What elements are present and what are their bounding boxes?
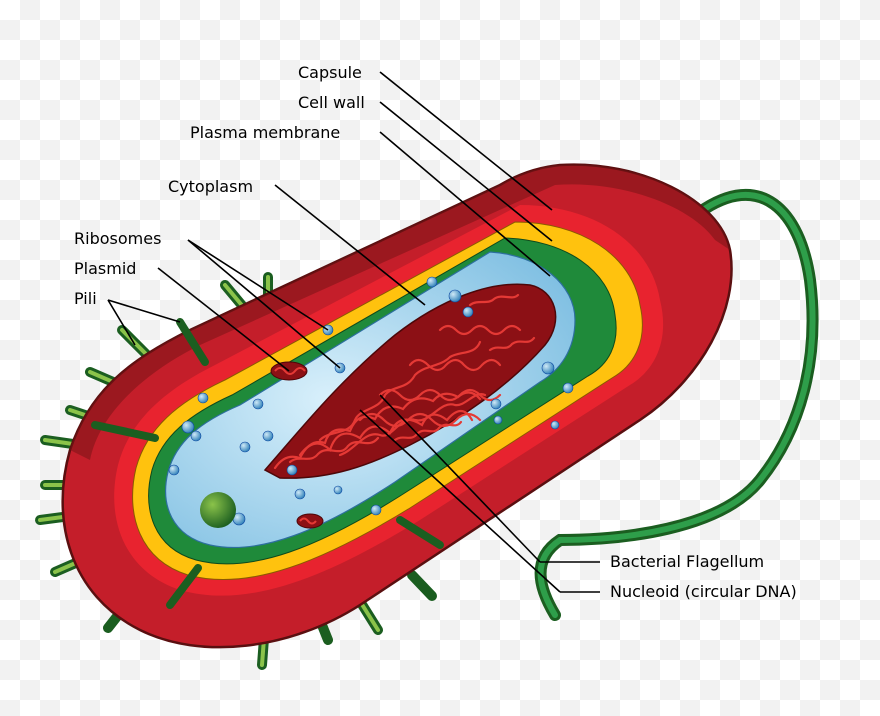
- label-pili: Pili: [74, 289, 97, 308]
- storage-granule: [200, 492, 236, 528]
- leader-lines: [107, 71, 600, 593]
- nucleoid: [263, 283, 557, 479]
- pili-front: [91, 318, 444, 609]
- label-cell-wall: Cell wall: [298, 93, 365, 112]
- label-capsule: Capsule: [298, 63, 362, 82]
- label-nucleoid: Nucleoid (circular DNA): [610, 582, 797, 601]
- plasmid: [270, 361, 324, 529]
- label-plasmid: Plasmid: [74, 259, 136, 278]
- ribosomes: [168, 276, 574, 526]
- label-cytoplasm: Cytoplasm: [168, 177, 253, 196]
- label-ribosomes: Ribosomes: [74, 229, 161, 248]
- label-bacterial-flagellum: Bacterial Flagellum: [610, 552, 764, 571]
- label-plasma-membrane: Plasma membrane: [190, 123, 340, 142]
